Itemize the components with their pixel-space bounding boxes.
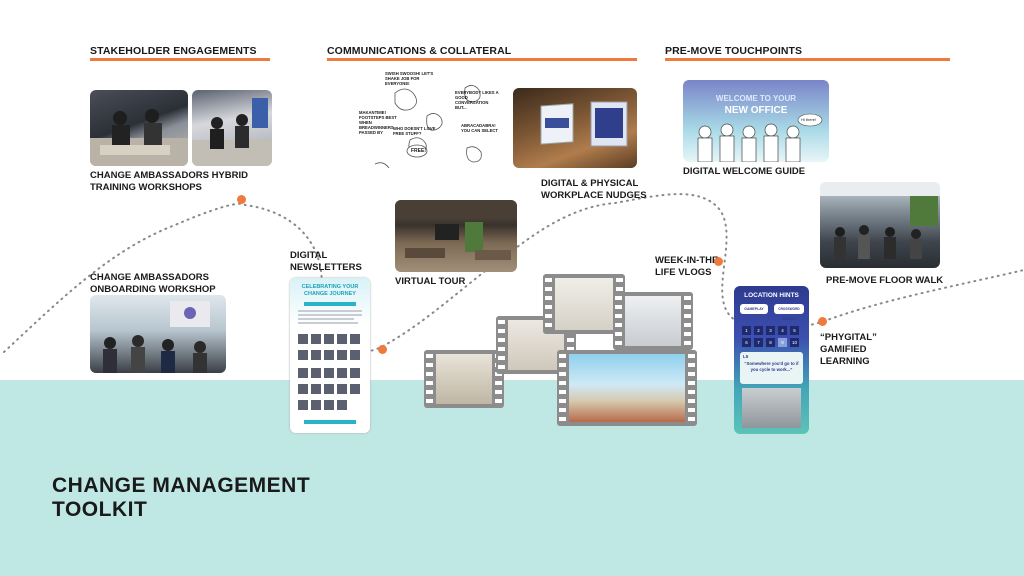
number-tile[interactable]: 7 xyxy=(754,338,763,347)
section-title-communications: COMMUNICATIONS & COLLATERAL xyxy=(327,45,512,57)
main-title: CHANGE MANAGEMENT TOOLKIT xyxy=(52,474,310,522)
welcome-line-2: NEW OFFICE xyxy=(724,105,788,116)
section-rule-stakeholder xyxy=(90,58,270,61)
label-phygital: “PHYGITAL” GAMIFIED LEARNING xyxy=(820,332,877,367)
newsletter-heading: CELEBRATING YOUR CHANGE JOURNEY xyxy=(301,284,359,297)
hints-title: LOCATION HINTS xyxy=(744,292,799,299)
label-virtual-tour: VIRTUAL TOUR xyxy=(395,276,466,287)
number-tile[interactable]: 1 xyxy=(742,326,751,335)
welcome-guide-screen: WELCOME TO YOUR NEW OFFICE Hi there! xyxy=(683,80,829,162)
virtual-tour-photo xyxy=(395,200,517,272)
clue-text: “Somewhere you'd go to if you cycle to w… xyxy=(744,361,799,372)
label-welcome-guide: DIGITAL WELCOME GUIDE xyxy=(683,166,806,177)
number-tile[interactable]: 3 xyxy=(766,326,775,335)
comic-caption-2: EVERYBODY LIKES A GOOD CONVERSATION BUT.… xyxy=(455,90,499,110)
label-nudges: DIGITAL & PHYSICAL WORKPLACE NUDGES xyxy=(541,178,647,201)
vlog-frame-5 xyxy=(557,350,697,426)
number-tile[interactable]: 8 xyxy=(766,338,775,347)
hybrid-training-photo-1 xyxy=(90,90,188,166)
welcome-line-1: WELCOME TO YOUR xyxy=(715,94,797,103)
location-hints-screen: LOCATION HINTS GAMEPLAY CROSSWORD PUZZLE… xyxy=(734,286,809,434)
clue-card: L5 “Somewhere you'd go to if you cycle t… xyxy=(740,352,803,384)
onboarding-photo xyxy=(90,295,226,373)
nudges-photo xyxy=(513,88,637,168)
newsletter-screen: CELEBRATING YOUR CHANGE JOURNEY xyxy=(290,278,370,433)
label-hybrid-training: CHANGE AMBASSADORS HYBRID TRAINING WORKS… xyxy=(90,170,248,193)
teal-band xyxy=(0,380,1024,576)
label-vlogs: WEEK-IN-THE-LIFE VLOGS xyxy=(655,255,722,278)
hybrid-training-photo-2 xyxy=(192,90,272,166)
number-tile[interactable]: 9 xyxy=(778,338,787,347)
label-newsletters: DIGITAL NEWSLETTERS xyxy=(290,250,362,273)
section-title-stakeholder: STAKEHOLDER ENGAGEMENTS xyxy=(90,45,257,57)
comics-collage: SWISH SWOOSH! LET'S SHAKE JOB FOR EVERYO… xyxy=(355,68,505,180)
comic-caption-1: SWISH SWOOSH! LET'S SHAKE JOB FOR EVERYO… xyxy=(385,71,434,86)
path-dot xyxy=(237,195,246,204)
section-rule-communications xyxy=(327,58,637,61)
label-floor-walk: PRE-MOVE FLOOR WALK xyxy=(826,275,944,286)
label-onboarding: CHANGE AMBASSADORS ONBOARDING WORKSHOP xyxy=(90,272,216,295)
number-tile[interactable]: 10 xyxy=(790,338,799,347)
number-tile[interactable]: 5 xyxy=(790,326,799,335)
vlog-frame-3 xyxy=(543,274,625,334)
path-dot xyxy=(714,257,723,266)
comic-caption-5: ABRACADABRA! YOU CAN SELECT xyxy=(461,123,498,133)
comic-caption-4: WHO DOESN'T LOVE FREE STUFF? xyxy=(393,126,436,136)
comic-caption-3: MAKANTIME! FOOTSTEPS BEST WHEN BREADWINN… xyxy=(359,110,397,135)
number-tile[interactable]: 4 xyxy=(778,326,787,335)
clue-photo xyxy=(742,388,801,428)
path-dot xyxy=(818,317,827,326)
number-tile[interactable]: 6 xyxy=(742,338,751,347)
path-dot xyxy=(378,345,387,354)
welcome-greeting: Hi there! xyxy=(801,117,817,122)
clue-level: L5 xyxy=(743,354,749,359)
gameplay-button[interactable]: GAMEPLAY xyxy=(740,304,768,314)
main-title-line-2: TOOLKIT xyxy=(52,498,148,521)
comic-free-tag: FREE! xyxy=(411,148,426,154)
number-grid: 1 2 3 4 5 6 7 8 9 10 xyxy=(742,326,804,347)
vlog-frame-1 xyxy=(424,350,504,408)
section-title-premove: PRE-MOVE TOUCHPOINTS xyxy=(665,45,803,57)
vlog-frame-4 xyxy=(613,292,693,350)
main-title-line-1: CHANGE MANAGEMENT xyxy=(52,474,311,497)
floor-walk-photo xyxy=(820,182,940,268)
section-rule-premove xyxy=(665,58,950,61)
number-tile[interactable]: 2 xyxy=(754,326,763,335)
crossword-button[interactable]: CROSSWORD PUZZLE xyxy=(774,304,804,321)
